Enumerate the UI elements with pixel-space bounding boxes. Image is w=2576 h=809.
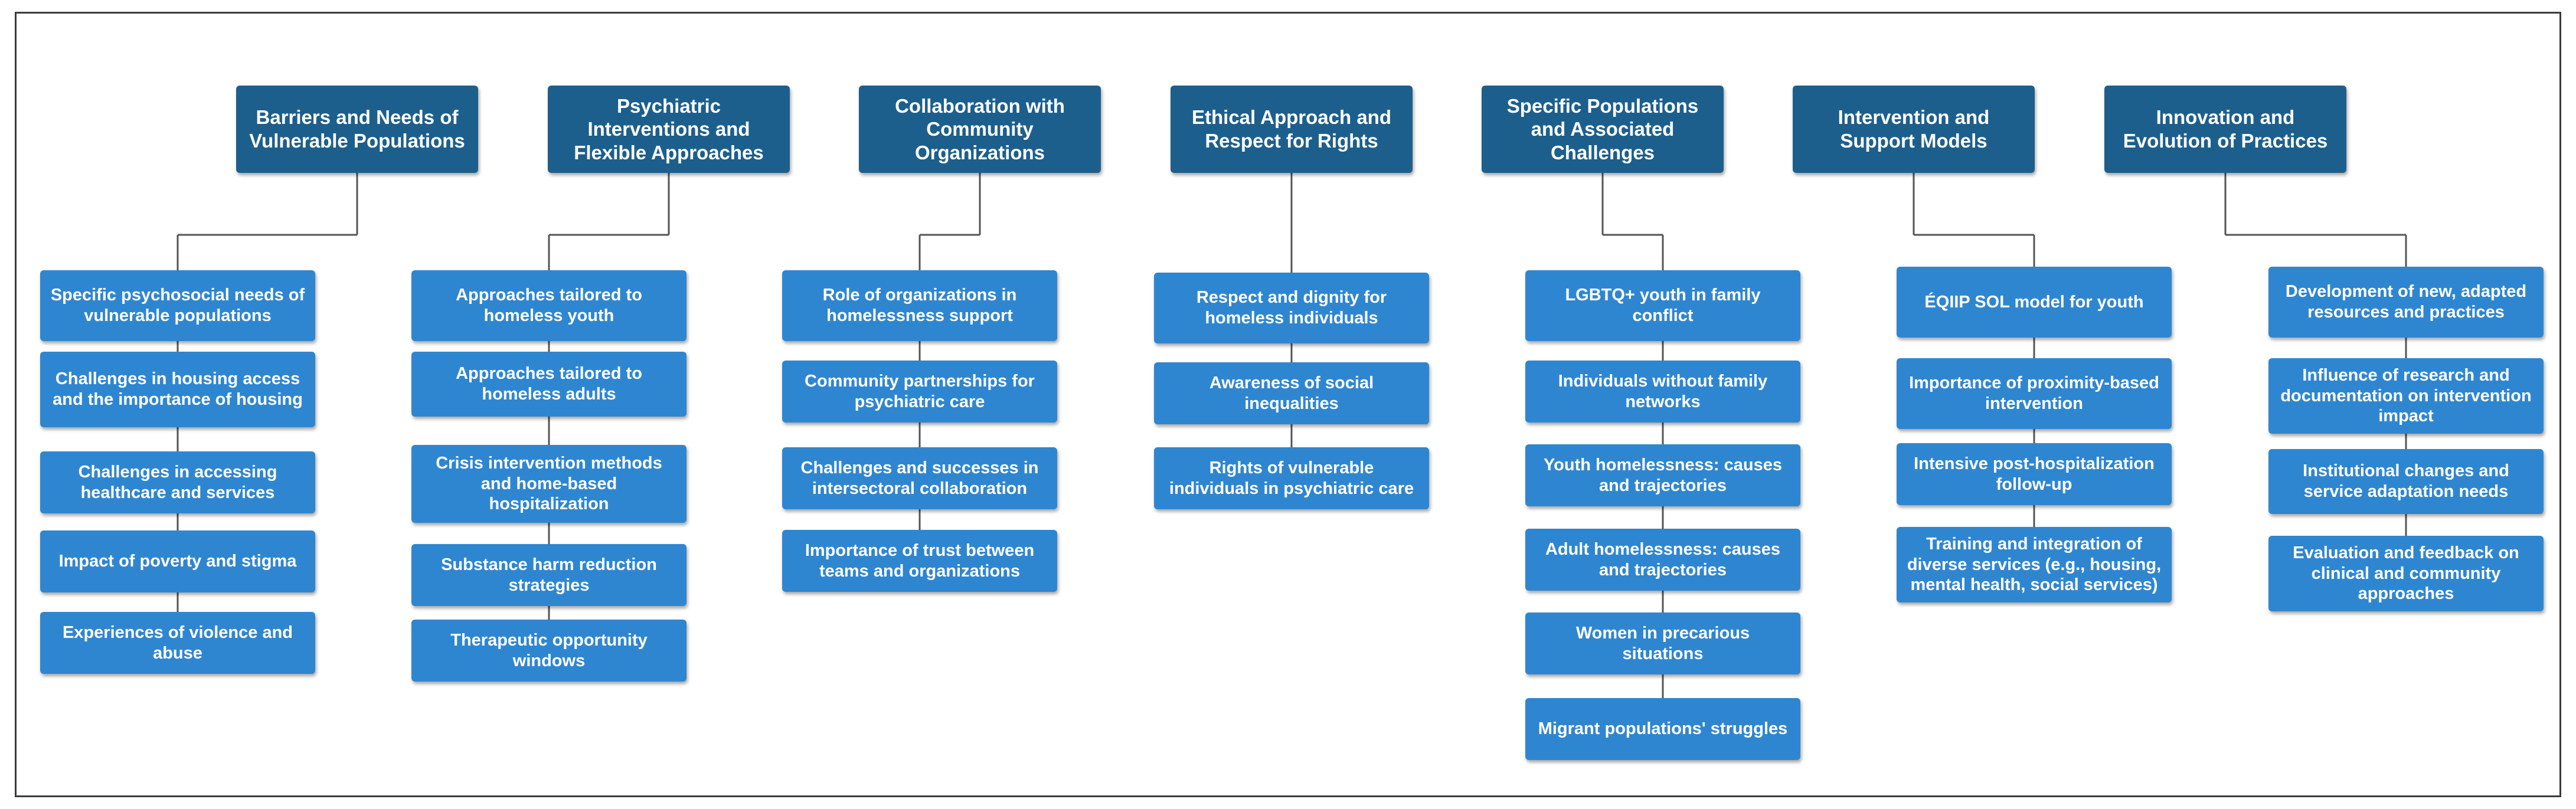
category-header: Innovation and Evolution of Practices [2104,86,2346,173]
subtopic-box: Impact of poverty and stigma [40,530,315,592]
subtopic-box: Specific psychosocial needs of vulnerabl… [40,270,315,341]
subtopic-box: Challenges in housing access and the imp… [40,352,315,427]
subtopic-box: Approaches tailored to homeless youth [411,270,687,341]
subtopic-box: Influence of research and documentation … [2268,358,2544,434]
category-header: Ethical Approach and Respect for Rights [1171,86,1413,173]
subtopic-box: Intensive post-hospitalization follow-up [1897,443,2172,505]
subtopic-box: LGBTQ+ youth in family conflict [1525,270,1800,341]
subtopic-box: Individuals without family networks [1525,361,1800,422]
subtopic-box: Challenges in accessing healthcare and s… [40,451,315,513]
category-header: Barriers and Needs of Vulnerable Populat… [236,86,478,173]
category-header: Collaboration with Community Organizatio… [859,86,1101,173]
subtopic-box: Training and integration of diverse serv… [1897,527,2172,602]
subtopic-box: Development of new, adapted resources an… [2268,267,2544,338]
subtopic-box: Women in precarious situations [1525,613,1800,674]
subtopic-box: ÉQIIP SOL model for youth [1897,267,2172,338]
subtopic-box: Evaluation and feedback on clinical and … [2268,536,2544,611]
subtopic-box: Importance of trust between teams and or… [782,530,1057,592]
subtopic-box: Institutional changes and service adapta… [2268,449,2544,514]
category-header: Intervention and Support Models [1793,86,2035,173]
subtopic-box: Community partnerships for psychiatric c… [782,361,1057,422]
subtopic-box: Migrant populations' struggles [1525,698,1800,760]
subtopic-box: Rights of vulnerable individuals in psyc… [1154,447,1429,509]
category-header: Specific Populations and Associated Chal… [1482,86,1724,173]
subtopic-box: Approaches tailored to homeless adults [411,352,687,417]
subtopic-box: Substance harm reduction strategies [411,544,687,606]
subtopic-box: Therapeutic opportunity windows [411,620,687,682]
subtopic-box: Awareness of social inequalities [1154,362,1429,424]
subtopic-box: Adult homelessness: causes and trajector… [1525,529,1800,591]
subtopic-box: Importance of proximity-based interventi… [1897,358,2172,429]
subtopic-box: Respect and dignity for homeless individ… [1154,273,1429,343]
subtopic-box: Crisis intervention methods and home-bas… [411,445,687,523]
subtopic-box: Experiences of violence and abuse [40,612,315,674]
subtopic-box: Challenges and successes in intersectora… [782,447,1057,509]
subtopic-box: Role of organizations in homelessness su… [782,270,1057,341]
category-header: Psychiatric Interventions and Flexible A… [548,86,790,173]
subtopic-box: Youth homelessness: causes and trajector… [1525,444,1800,506]
